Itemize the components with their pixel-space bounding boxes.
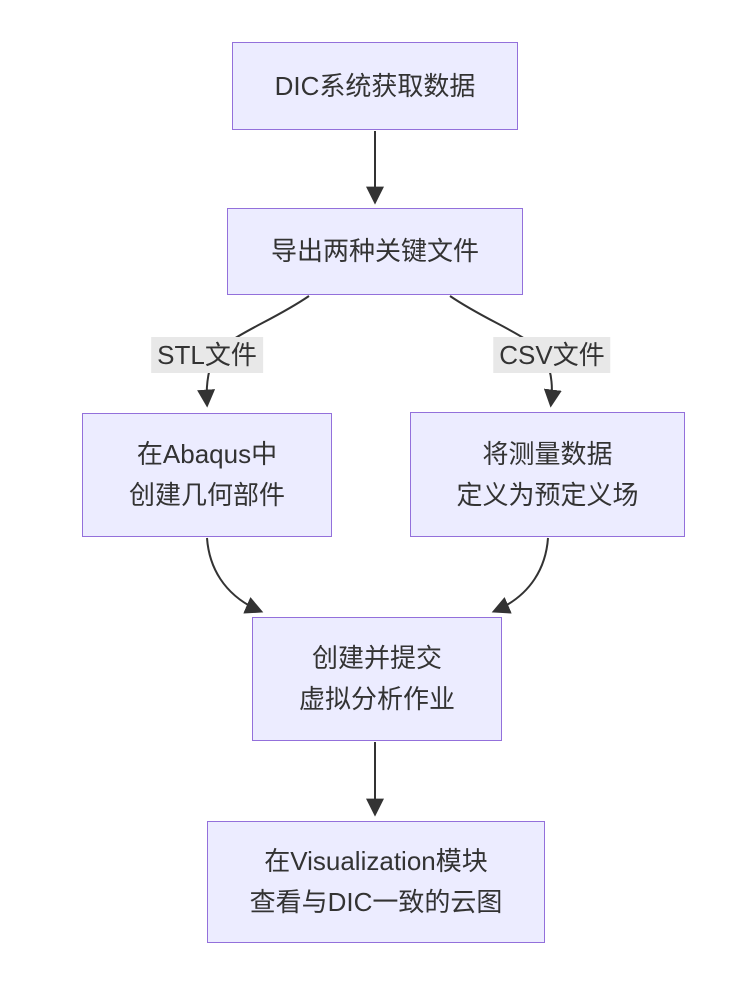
- edge-abaqus-to-job: [206, 537, 264, 614]
- edge-label-stl: STL文件: [151, 337, 263, 373]
- node-dic-acquire: DIC系统获取数据: [232, 42, 518, 130]
- node-text-line: 查看与DIC一致的云图: [249, 887, 503, 917]
- node-predefined-field: 将测量数据 定义为预定义场: [410, 412, 685, 537]
- node-visualization: 在Visualization模块 查看与DIC一致的云图: [207, 821, 545, 943]
- node-abaqus-part: 在Abaqus中 创建几何部件: [82, 413, 332, 537]
- node-text-line: 创建并提交: [311, 643, 442, 673]
- node-text-line: 在Visualization模块: [264, 846, 488, 876]
- node-text-line: 定义为预定义场: [456, 479, 639, 510]
- node-text-line: 将测量数据: [482, 438, 613, 469]
- node-text-line: 在Abaqus中: [136, 439, 278, 469]
- node-text-line: 虚拟分析作业: [298, 684, 455, 714]
- edge-field-to-job: [491, 537, 549, 614]
- node-submit-job: 创建并提交 虚拟分析作业: [252, 617, 502, 741]
- node-export-files: 导出两种关键文件: [227, 208, 523, 295]
- edge-label-csv: CSV文件: [493, 337, 611, 373]
- node-text-line: 导出两种关键文件: [270, 236, 479, 266]
- node-text-line: 创建几何部件: [128, 480, 285, 510]
- node-text-line: DIC系统获取数据: [274, 70, 476, 101]
